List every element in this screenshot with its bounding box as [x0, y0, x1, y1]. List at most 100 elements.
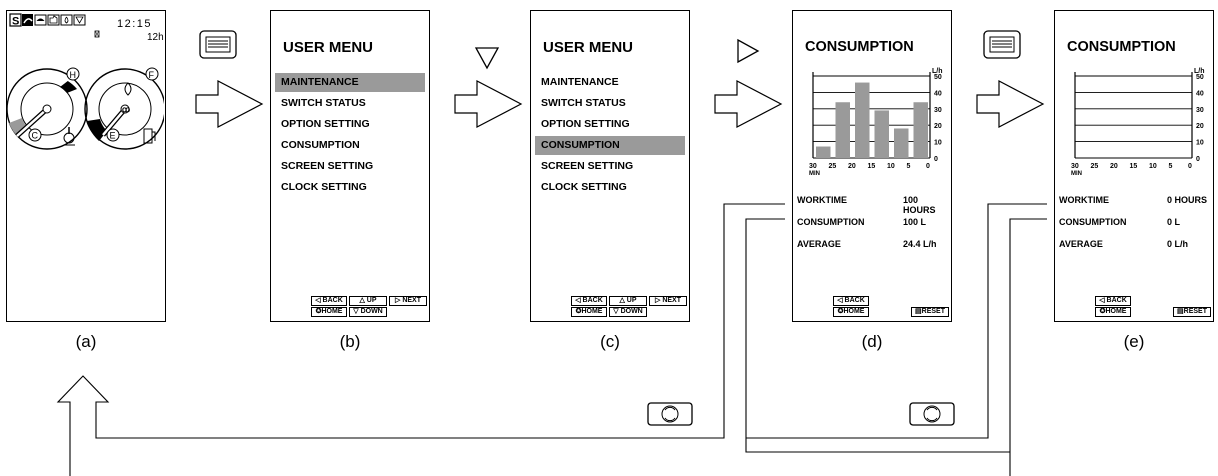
x-tick-label: 0 — [926, 163, 930, 170]
right-triangle-icon[interactable] — [737, 38, 760, 64]
rabbit-icon — [34, 14, 47, 26]
menu-item-clock-setting[interactable]: CLOCK SETTING — [541, 181, 627, 193]
up-key-label: UP — [626, 297, 637, 304]
menu-item-maintenance[interactable]: MAINTENANCE — [541, 76, 619, 88]
temp-high-label: H — [70, 70, 77, 80]
back-key[interactable]: ◁ BACK — [311, 296, 347, 306]
menu-button-icon[interactable] — [983, 30, 1021, 59]
menu-button-icon[interactable] — [199, 30, 237, 59]
menu-item-switch-status[interactable]: SWITCH STATUS — [541, 97, 626, 109]
x-tick-label: 0 — [1188, 163, 1192, 170]
fuel-needle-inner — [102, 108, 126, 136]
x-tick-label: 5 — [1169, 163, 1173, 170]
rabbit-glyph — [36, 18, 45, 21]
rotate-knob-icon[interactable] — [647, 402, 693, 426]
arrow-a-to-b — [195, 80, 264, 128]
arrow-d-to-e — [976, 80, 1045, 128]
home-key[interactable]: ✪HOME — [571, 307, 607, 317]
consumption-bar — [913, 102, 928, 158]
fuel-empty-zone — [87, 119, 107, 141]
engine-glyph — [49, 15, 58, 24]
menu-item-switch-status[interactable]: SWITCH STATUS — [281, 97, 366, 109]
x-axis-unit: MIN — [1071, 171, 1082, 176]
x-axis-unit: MIN — [809, 171, 820, 176]
screen-a-main-display: S 12:15 12h H C — [6, 10, 166, 322]
coolant-temp-gauge: H C — [6, 67, 88, 150]
menu-item-consumption[interactable]: CONSUMPTION — [281, 139, 360, 151]
clock-readout: 12:15 — [117, 18, 152, 30]
y-tick-label: 50 — [934, 74, 942, 81]
filter-icon — [73, 14, 86, 26]
consumption-bar — [874, 110, 889, 158]
down-key[interactable]: ▽ DOWN — [349, 307, 387, 317]
menu-item-consumption[interactable]: CONSUMPTION — [535, 136, 685, 155]
menu-item-option-setting[interactable]: OPTION SETTING — [541, 118, 630, 130]
down-triangle-icon[interactable] — [474, 47, 500, 70]
fuel-empty-label: E — [110, 131, 116, 141]
up-key[interactable]: △ UP — [609, 296, 647, 306]
down-key-label: DOWN — [620, 308, 643, 315]
back-key[interactable]: ◁ BACK — [833, 296, 869, 306]
worktime-value: 0 HOURS — [1167, 195, 1208, 205]
down-key[interactable]: ▽ DOWN — [609, 307, 647, 317]
worktime-label: WORKTIME — [1059, 195, 1109, 205]
average-value: 24.4 L/h — [903, 239, 937, 249]
x-tick-label: 30 — [809, 163, 817, 170]
reset-key-label: RESET — [1183, 308, 1207, 315]
consumption-label: CONSUMPTION — [1059, 217, 1127, 227]
x-tick-label: 25 — [829, 163, 837, 170]
rotate-knob-icon[interactable] — [909, 402, 955, 426]
y-tick-label: 40 — [934, 90, 942, 97]
home-key-label: HOME — [581, 308, 603, 315]
temp-low-zone — [9, 118, 27, 136]
fuel-pump-icon — [143, 128, 156, 144]
home-key[interactable]: ✪HOME — [1095, 307, 1131, 317]
water-glyph — [64, 16, 69, 24]
menu-item-option-setting[interactable]: OPTION SETTING — [281, 118, 370, 130]
x-tick-label: 30 — [1071, 163, 1079, 170]
home-key-label: HOME — [321, 308, 343, 315]
menu-item-screen-setting[interactable]: SCREEN SETTING — [541, 160, 634, 172]
consumption-value: 100 L — [903, 217, 927, 227]
screen-b-user-menu: USER MENU MAINTENANCE SWITCH STATUS OPTI… — [270, 10, 430, 322]
home-key-label: HOME — [1105, 308, 1127, 315]
user-menu-title: USER MENU — [543, 39, 634, 56]
s-indicator-icon — [9, 13, 22, 27]
y-tick-label: 40 — [1196, 90, 1204, 97]
y-tick-label: 30 — [934, 107, 942, 114]
worktime-value: 100 HOURS — [903, 195, 936, 215]
menu-item-clock-setting[interactable]: CLOCK SETTING — [281, 181, 367, 193]
fuel-gauge: F E ꝏ — [84, 67, 166, 150]
user-menu-title: USER MENU — [283, 39, 374, 56]
back-key[interactable]: ◁ BACK — [1095, 296, 1131, 306]
reset-key[interactable]: ▤RESET — [1173, 307, 1211, 317]
x-tick-label: 10 — [1149, 163, 1157, 170]
next-key[interactable]: ▷ NEXT — [649, 296, 687, 306]
up-key-label: UP — [366, 297, 377, 304]
y-tick-label: 0 — [1196, 156, 1200, 163]
y-tick-label: 10 — [1196, 140, 1204, 147]
up-key[interactable]: △ UP — [349, 296, 387, 306]
menu-item-maintenance[interactable]: MAINTENANCE — [275, 73, 425, 92]
fuel-full-label: F — [149, 70, 155, 80]
arrow-b-to-c — [454, 80, 523, 128]
caption-c: (c) — [600, 332, 620, 351]
back-key[interactable]: ◁ BACK — [571, 296, 607, 306]
consumption-label: CONSUMPTION — [797, 217, 865, 227]
y-tick-label: 50 — [1196, 74, 1204, 81]
caption-d: (d) — [861, 332, 883, 351]
next-key[interactable]: ▷ NEXT — [389, 296, 427, 306]
consumption-bar — [855, 82, 870, 158]
reset-key[interactable]: ▤RESET — [911, 307, 949, 317]
caption-a: (a) — [75, 332, 97, 351]
engine-icon — [47, 14, 60, 26]
average-label: AVERAGE — [1059, 239, 1103, 249]
x-tick-label: 25 — [1091, 163, 1099, 170]
menu-item-screen-setting[interactable]: SCREEN SETTING — [281, 160, 374, 172]
home-key[interactable]: ✪HOME — [311, 307, 347, 317]
home-key[interactable]: ✪HOME — [833, 307, 869, 317]
x-tick-label: 10 — [887, 163, 895, 170]
temp-needle-hub — [42, 104, 52, 114]
worktime-label: WORKTIME — [797, 195, 847, 205]
